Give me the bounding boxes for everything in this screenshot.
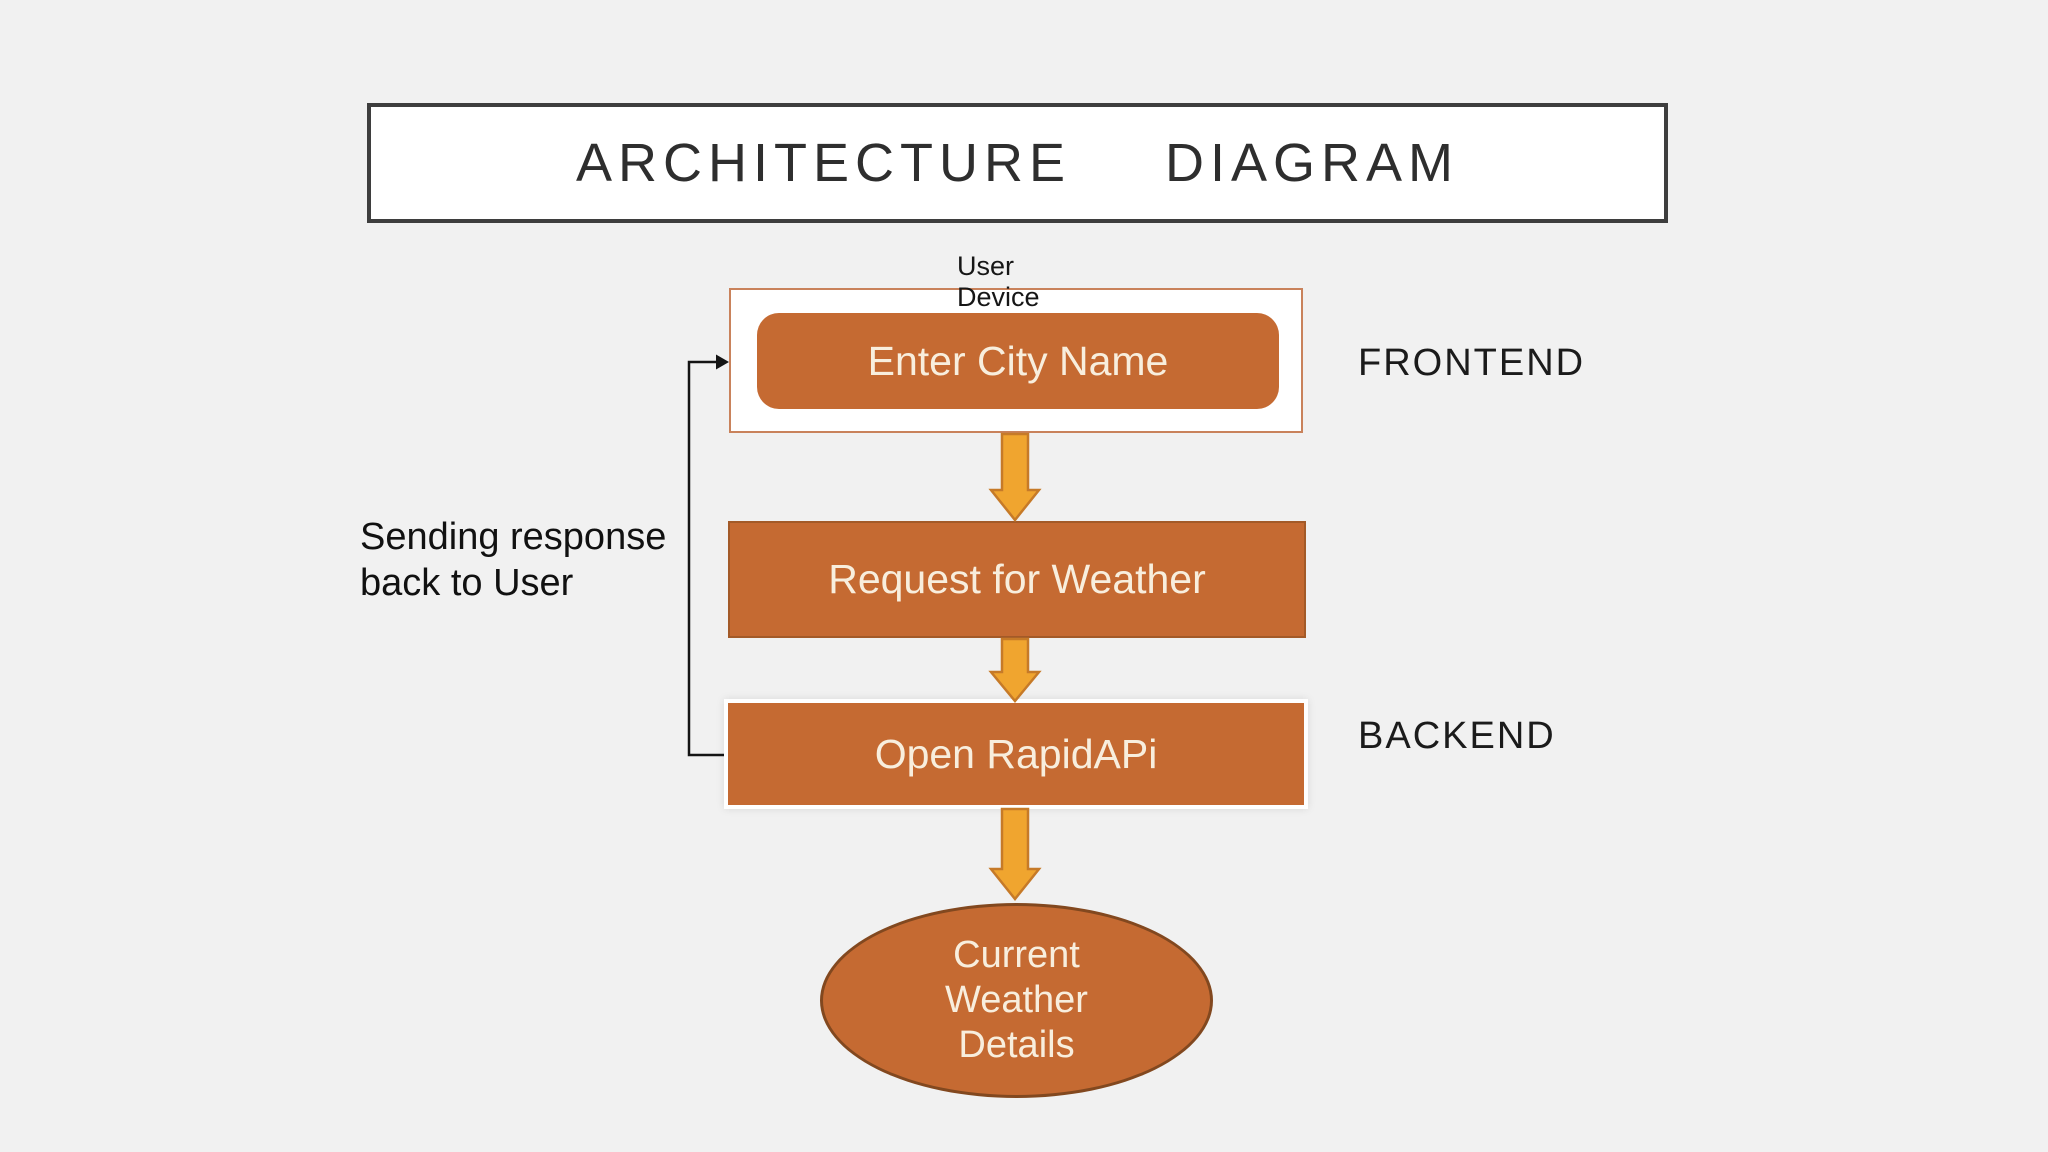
- result-line2: Weather: [945, 979, 1088, 1021]
- user-device-label: User Device: [957, 251, 1040, 313]
- backend-label: BACKEND: [1358, 715, 1556, 757]
- flow-down-arrow-1-icon: [988, 432, 1042, 523]
- feedback-arrowhead-icon: [716, 354, 729, 370]
- note-line1: Sending response: [360, 516, 667, 558]
- request-weather-label: Request for Weather: [828, 556, 1206, 602]
- title-box: ARCHITECTURE DIAGRAM: [367, 103, 1668, 223]
- feedback-loop-line: [687, 360, 724, 757]
- page-title: ARCHITECTURE DIAGRAM: [575, 133, 1460, 193]
- result-line3: Details: [958, 1024, 1075, 1066]
- request-weather-node: Request for Weather: [728, 521, 1306, 638]
- user-device-line2: Device: [957, 282, 1040, 312]
- frontend-label: FRONTEND: [1358, 342, 1586, 384]
- open-rapidapi-node: Open RapidAPi: [724, 699, 1308, 809]
- enter-city-name-label: Enter City Name: [867, 337, 1169, 384]
- user-device-line1: User: [957, 251, 1015, 281]
- result-line1: Current: [953, 934, 1080, 976]
- enter-city-name-node: Enter City Name: [757, 313, 1279, 409]
- note-line2: back to User: [360, 562, 574, 604]
- flow-down-arrow-2-icon: [988, 637, 1042, 703]
- sending-response-note: Sending response back to User: [360, 514, 666, 606]
- open-rapidapi-label: Open RapidAPi: [874, 730, 1158, 777]
- flow-down-arrow-3-icon: [988, 807, 1042, 902]
- current-weather-details-node: Current Weather Details: [820, 903, 1213, 1098]
